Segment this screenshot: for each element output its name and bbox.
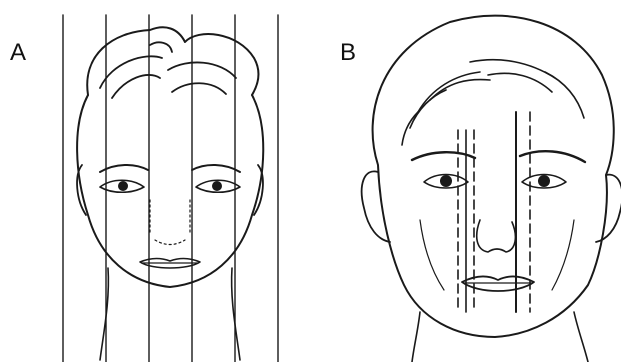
face-b-vertical-guides — [458, 112, 530, 312]
face-b-left-pupil — [440, 175, 452, 187]
face-a-neck-right — [232, 268, 240, 360]
face-b-hair-stroke — [488, 73, 552, 92]
face-a-hair-strand — [100, 56, 162, 88]
face-a-right-pupil — [212, 181, 222, 191]
face-b-right-pupil — [538, 175, 550, 187]
face-a-hair-outline — [87, 27, 258, 95]
face-a-left-pupil — [118, 181, 128, 191]
face-a-hair-strand — [168, 62, 236, 78]
face-b-cheek-line — [552, 220, 574, 290]
face-b-mouth — [462, 277, 534, 292]
face-a-neck-left — [100, 268, 108, 360]
face-b-right-ear — [596, 175, 621, 242]
face-b-cheek-line — [420, 220, 444, 290]
face-b-outline — [373, 16, 614, 337]
face-b-neck-right — [574, 312, 588, 362]
face-b-hair-stroke — [430, 80, 490, 100]
face-b — [362, 16, 621, 362]
face-a-vertical-guides — [63, 15, 278, 362]
face-a-hair-strand — [150, 42, 172, 52]
face-a-nose — [150, 200, 190, 245]
face-a-right-eyebrow — [192, 165, 240, 172]
panel-label-a: A — [10, 41, 26, 65]
face-b-hair-stroke — [418, 72, 480, 112]
face-b-nose — [477, 220, 516, 252]
face-a-hair-strand — [172, 83, 226, 94]
face-b-hair-stroke — [470, 60, 555, 78]
face-a-left-eyebrow — [100, 165, 148, 172]
face-b-hair-stroke — [410, 90, 446, 128]
face-b-hair-stroke — [545, 72, 584, 118]
face-a-hair-strand — [112, 75, 160, 98]
panel-label-b: B — [340, 41, 356, 65]
face-b-neck-left — [412, 312, 420, 362]
